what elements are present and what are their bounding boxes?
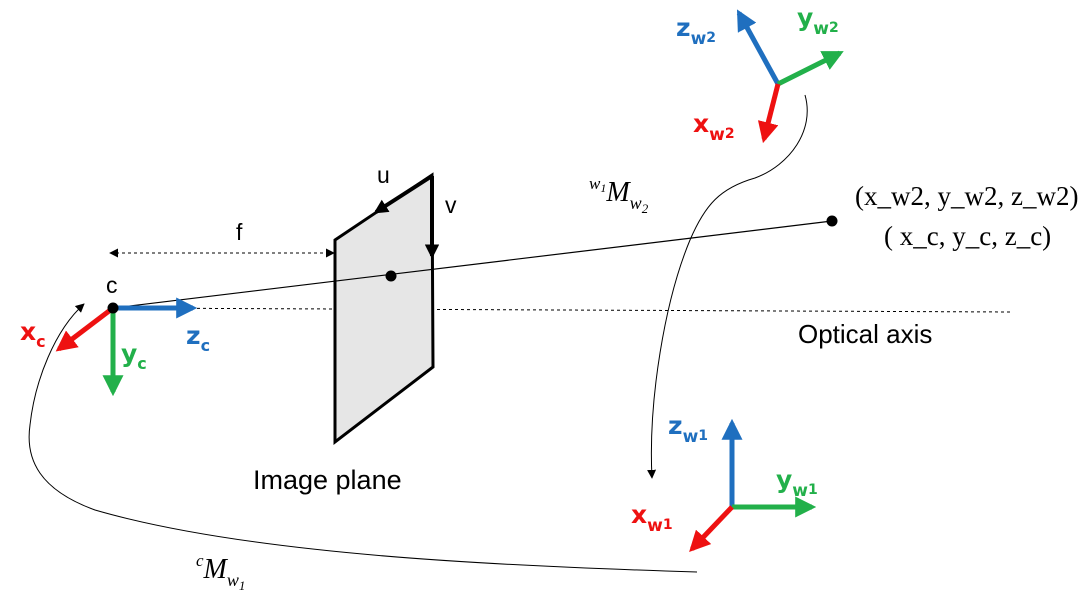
image-plane (333, 172, 435, 446)
world1-z-label: zw1 (668, 411, 708, 447)
world2-x-axis (757, 83, 781, 144)
optical-axis-label: Optical axis (798, 319, 932, 349)
image-plane-label: Image plane (253, 465, 402, 495)
point-camera-coords: ( x_c, y_c, z_c) (884, 221, 1051, 251)
image-u-label: u (377, 162, 390, 188)
camera-y-label: yc (121, 339, 147, 373)
camera-x-axis (55, 306, 115, 352)
world-point (826, 215, 838, 227)
camera-x-label: xc (20, 317, 46, 351)
world1-x-axis (689, 505, 734, 553)
camera-center-label: c (106, 272, 118, 298)
camera-z-label: zc (186, 321, 210, 355)
world2-z-label: zw2 (676, 13, 716, 49)
world2-y-label: yw2 (797, 3, 839, 39)
world1-x-label: xw1 (631, 500, 673, 536)
world1-y-label: yw1 (776, 465, 818, 501)
world2-y-axis (776, 50, 844, 87)
focal-length-label: f (236, 219, 243, 245)
world2-z-axis (736, 9, 781, 86)
transform-w1-w2-label: w1Mw2 (589, 174, 649, 216)
transform-w1-w2-curve (647, 94, 808, 479)
image-v-label: v (445, 192, 457, 218)
optical-axis-line (112, 307, 1011, 313)
transform-c-w1-label: cMw1 (196, 551, 245, 593)
u-axis-arrow (373, 174, 434, 214)
image-point (385, 270, 397, 282)
projection-ray (112, 220, 833, 309)
camera-center-point (107, 302, 119, 314)
point-world-coords: (x_w2, y_w2, z_w2) (855, 181, 1078, 211)
transform-c-w1-curve (28, 303, 698, 573)
world2-x-label: xw2 (693, 109, 735, 145)
